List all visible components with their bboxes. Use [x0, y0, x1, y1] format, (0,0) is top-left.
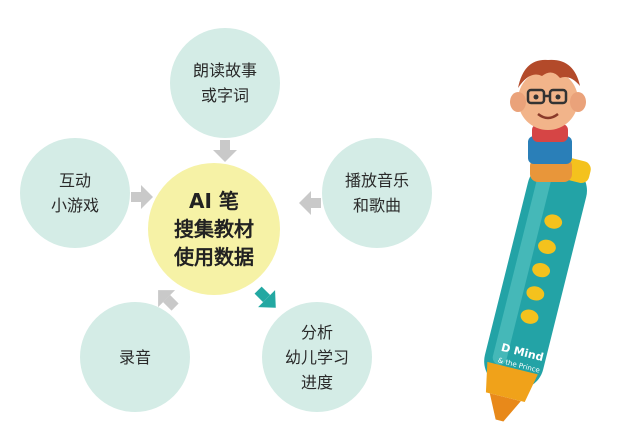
- pen-buttons: [520, 214, 563, 324]
- feature-play-music-line1: 播放音乐: [344, 171, 409, 190]
- center-line3: 使用数据: [174, 245, 254, 269]
- arrow-bottom-left-icon: [158, 290, 179, 311]
- feature-analyze-progress-line3: 进度: [300, 372, 333, 392]
- feature-interactive-games: 互动 小游戏: [20, 138, 130, 248]
- feature-record: 录音: [80, 302, 190, 412]
- center-ai-pen-bubble: AI 笔 搜集教材 使用数据: [148, 163, 280, 295]
- pen-body: D Mind & the Prince: [484, 151, 591, 422]
- feature-analyze-progress-line2: 幼儿学习: [284, 347, 349, 367]
- feature-read-stories: 朗读故事 或字词: [170, 28, 280, 138]
- center-line2: 搜集教材: [174, 217, 254, 241]
- cartoon-character-icon: [510, 59, 586, 182]
- arrow-top-icon: [213, 140, 237, 162]
- ai-pen-illustration: D Mind & the Prince: [484, 59, 591, 422]
- feature-play-music-line2: 和歌曲: [352, 196, 401, 215]
- feature-interactive-games-line1: 互动: [58, 171, 91, 190]
- arrow-left-icon: [131, 185, 153, 209]
- feature-read-stories-line2: 或字词: [200, 86, 249, 105]
- feature-record-line1: 录音: [118, 347, 151, 367]
- feature-play-music: 播放音乐 和歌曲: [322, 138, 432, 248]
- feature-read-stories-line1: 朗读故事: [192, 61, 257, 80]
- arrow-right-icon: [299, 191, 321, 215]
- feature-analyze-progress: 分析 幼儿学习 进度: [262, 302, 372, 412]
- center-line1: AI 笔: [189, 189, 239, 213]
- feature-analyze-progress-line1: 分析: [300, 322, 333, 342]
- feature-interactive-games-line2: 小游戏: [50, 196, 99, 215]
- arrow-bottom-right-icon: [254, 286, 276, 308]
